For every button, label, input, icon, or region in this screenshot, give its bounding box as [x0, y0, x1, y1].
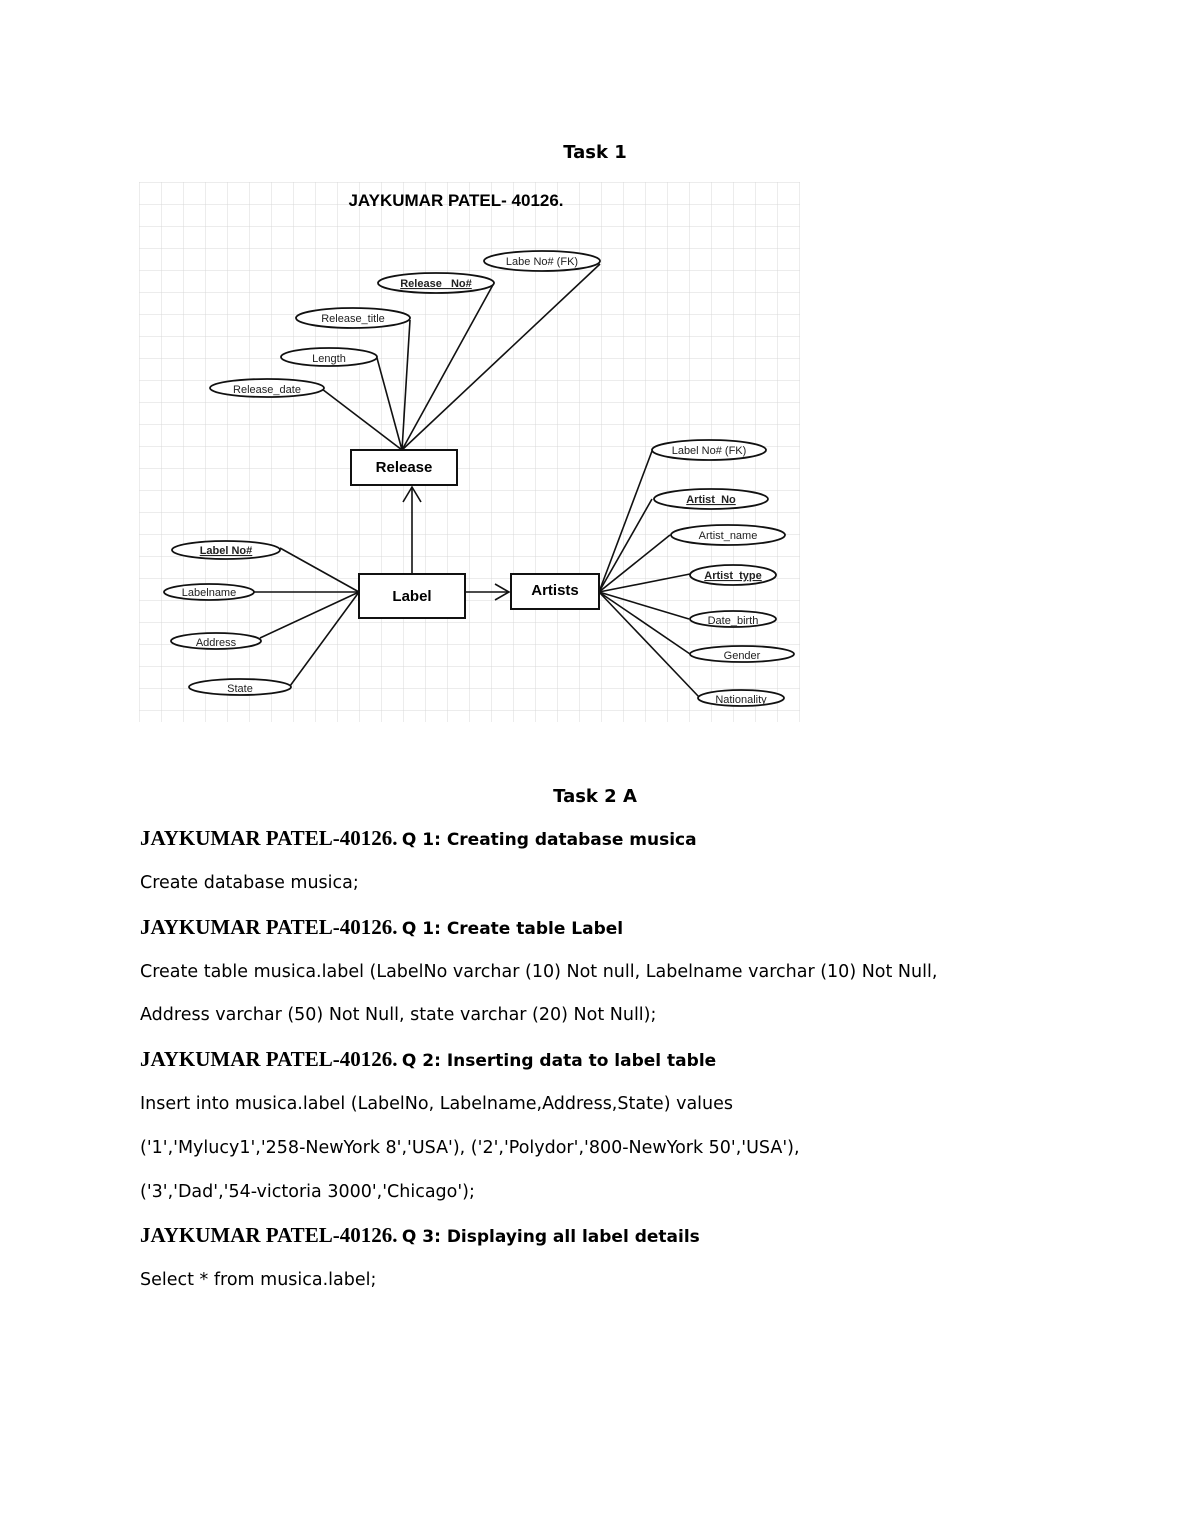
author-name: JAYKUMAR PATEL-40126. [140, 1223, 398, 1247]
svg-text:Label No# (FK): Label No# (FK) [672, 445, 747, 457]
attribute-labelname: Labelname [163, 583, 255, 601]
label-attributes: Label No# Labelname Address State [163, 540, 292, 696]
svg-text:Release_title: Release_title [321, 313, 385, 325]
label-connectors [254, 547, 360, 687]
attribute-artist-type: Artist_type [689, 564, 777, 586]
question-title: Q 3: Displaying all label details [401, 1227, 700, 1247]
svg-text:Artist_No: Artist_No [686, 494, 736, 506]
attribute-gender: Gender [689, 645, 795, 663]
attribute-artist-name: Artist_name [670, 524, 786, 546]
sql-line: Address varchar (50) Not Null, state var… [140, 1005, 657, 1025]
task2a-heading: Task 2 A [553, 786, 637, 807]
sql-line: Create database musica; [140, 873, 359, 893]
question-title: Q 1: Creating database musica [401, 830, 697, 850]
question-title: Q 1: Create table Label [401, 919, 624, 939]
entity-release: Release [350, 449, 458, 486]
artist-connectors [598, 450, 700, 698]
artist-attributes: Label No# (FK) Artist_No Artist_name Art… [651, 439, 795, 707]
attribute-artist-label-no-fk: Label No# (FK) [651, 439, 767, 461]
section-heading: JAYKUMAR PATEL-40126. Q 2: Inserting dat… [140, 1047, 716, 1072]
question-title: Q 2: Inserting data to label table [401, 1051, 717, 1071]
entity-label: Label [358, 573, 466, 619]
section-heading: JAYKUMAR PATEL-40126. Q 3: Displaying al… [140, 1223, 700, 1248]
svg-text:Labe No# (FK): Labe No# (FK) [506, 256, 578, 268]
svg-text:Artist_type: Artist_type [704, 570, 761, 582]
relationship-arrows [402, 485, 511, 601]
attribute-date-birth: Date_birth [689, 610, 777, 628]
attribute-artist-no: Artist_No [653, 488, 769, 510]
attribute-length: Length [280, 347, 378, 367]
entity-artists: Artists [510, 573, 600, 610]
svg-text:Address: Address [196, 637, 237, 649]
svg-text:Length: Length [312, 353, 346, 365]
attribute-release-date: Release_date [209, 378, 325, 398]
svg-text:Release_ No#: Release_ No# [400, 278, 472, 290]
attribute-release-no: Release_ No# [377, 272, 495, 294]
attribute-address: Address [170, 632, 262, 650]
svg-text:Date_birth: Date_birth [708, 615, 759, 627]
svg-text:Artists: Artists [531, 582, 579, 599]
attribute-release-title: Release_title [295, 307, 411, 329]
diagram-title: JAYKUMAR PATEL- 40126. [348, 191, 563, 210]
attribute-state: State [188, 678, 292, 696]
author-name: JAYKUMAR PATEL-40126. [140, 1047, 398, 1071]
svg-text:Label: Label [392, 588, 431, 605]
svg-text:Artist_name: Artist_name [699, 530, 758, 542]
sql-line: Create table musica.label (LabelNo varch… [140, 962, 938, 982]
sql-line: Select * from musica.label; [140, 1270, 377, 1290]
author-name: JAYKUMAR PATEL-40126. [140, 826, 398, 850]
attribute-labe-no-fk: Labe No# (FK) [483, 250, 601, 272]
author-name: JAYKUMAR PATEL-40126. [140, 915, 398, 939]
sql-line: Insert into musica.label (LabelNo, Label… [140, 1094, 734, 1114]
svg-text:State: State [227, 683, 253, 695]
attribute-label-no: Label No# [171, 540, 281, 560]
task1-heading: Task 1 [563, 142, 627, 163]
svg-text:Release: Release [376, 459, 433, 476]
sql-line: ('1','Mylucy1','258-NewYork 8','USA'), (… [140, 1138, 800, 1158]
er-diagram: JAYKUMAR PATEL- 40126. Release L [139, 182, 800, 722]
section-heading: JAYKUMAR PATEL-40126. Q 1: Creating data… [140, 826, 697, 851]
svg-text:Release_date: Release_date [233, 384, 301, 396]
section-heading: JAYKUMAR PATEL-40126. Q 1: Create table … [140, 915, 623, 940]
svg-text:Labelname: Labelname [182, 587, 236, 599]
release-attributes: Labe No# (FK) Release_ No# Release_title… [209, 250, 601, 398]
release-connectors [321, 263, 601, 451]
svg-text:Label No#: Label No# [200, 545, 253, 557]
svg-text:Nationality: Nationality [715, 694, 767, 706]
attribute-nationality: Nationality [697, 689, 785, 707]
svg-text:Gender: Gender [724, 650, 761, 662]
sql-line: ('3','Dad','54-victoria 3000','Chicago')… [140, 1182, 475, 1202]
